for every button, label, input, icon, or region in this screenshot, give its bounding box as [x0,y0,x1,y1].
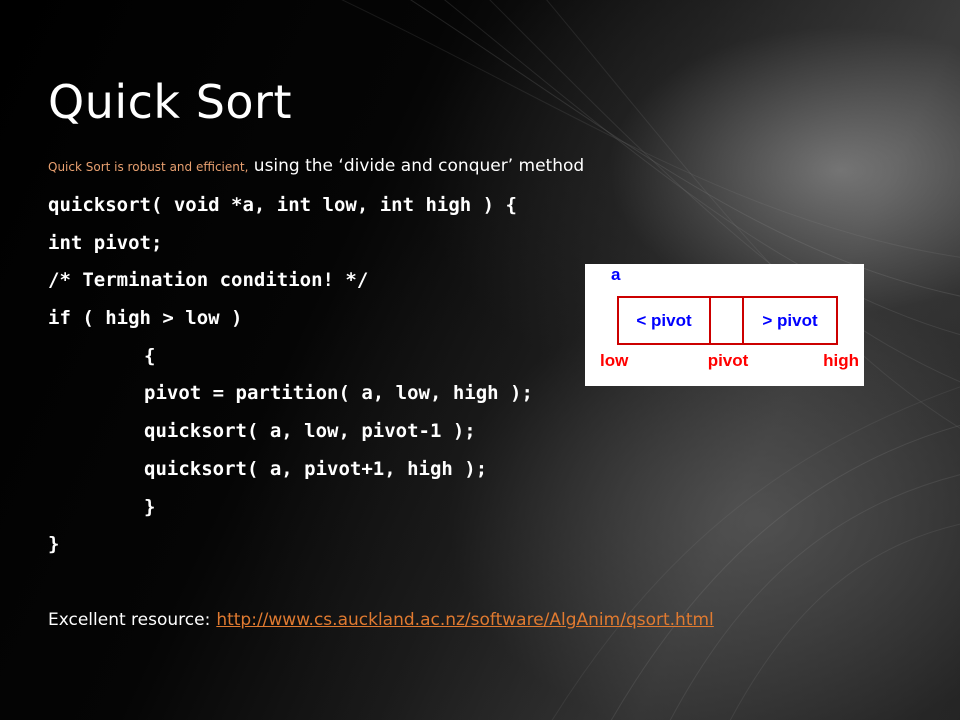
slide-title: Quick Sort [48,75,292,129]
array-box [617,296,838,345]
partition-diagram: a < pivot > pivot low pivot high [585,264,864,386]
low-label: low [600,351,629,370]
code-line-1: quicksort( void *a, int low, int high ) … [48,194,517,216]
pivot-label: pivot [708,351,749,370]
left-cell-label: < pivot [636,311,692,330]
footer: Excellent resource:http://www.cs.aucklan… [48,607,714,633]
code-line-10: } [48,533,60,555]
array-label: a [611,265,621,284]
code-line-9: } [144,496,156,518]
partition-diagram-svg: a < pivot > pivot low pivot high [600,265,859,370]
code-line-2: int pivot; [48,232,163,254]
code-line-6: pivot = partition( a, low, high ); [144,382,533,404]
intro-small-text: Quick Sort is robust and efficient, [48,160,249,174]
code-line-8: quicksort( a, pivot+1, high ); [144,458,488,480]
resource-link[interactable]: http://www.cs.auckland.ac.nz/software/Al… [216,610,714,630]
code-line-4: if ( high > low ) [48,307,243,329]
intro-main-text: using the ‘divide and conquer’ method [253,156,585,176]
code-line-7: quicksort( a, low, pivot-1 ); [144,420,476,442]
code-line-3: /* Termination condition! */ [48,269,369,291]
footer-label: Excellent resource: [48,610,211,630]
code-line-5: { [144,345,156,367]
intro-text: Quick Sort is robust and efficient, usin… [48,154,584,179]
high-label: high [823,351,859,370]
right-cell-label: > pivot [762,311,818,330]
